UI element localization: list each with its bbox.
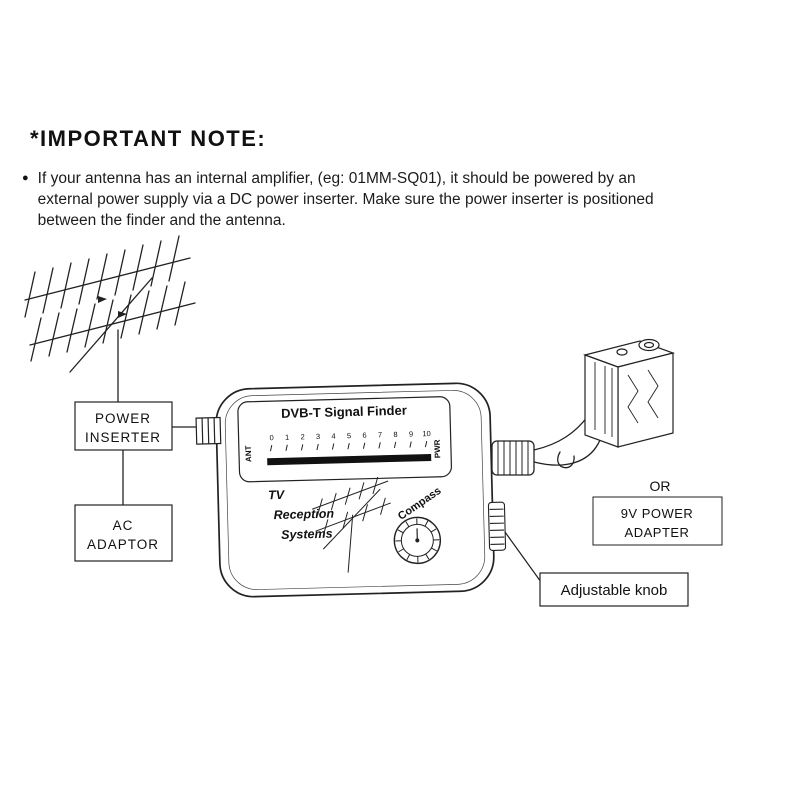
ac-adaptor-box: AC ADAPTOR	[74, 504, 173, 562]
scale-5: 5	[347, 431, 351, 440]
pwr-label: PWR	[433, 439, 442, 458]
scale-0: 0	[269, 433, 273, 442]
important-note-body: ● If your antenna has an internal amplif…	[22, 168, 742, 231]
coax-connector-right	[491, 440, 535, 476]
adjustable-knob	[487, 501, 507, 551]
power-inserter-label-2: INSERTER	[85, 430, 161, 445]
scale-4: 4	[331, 431, 335, 440]
scale-6: 6	[362, 431, 366, 440]
compass-dial	[393, 516, 442, 565]
meter-ticks	[269, 440, 428, 452]
scale-3: 3	[316, 432, 320, 441]
scale-2: 2	[300, 432, 304, 441]
note-line: external power supply via a DC power ins…	[37, 191, 654, 208]
scale-7: 7	[378, 430, 382, 439]
meter-bar	[267, 453, 432, 466]
signal-finder-device: DVB-T Signal Finder ANT PWR 0 1 2 3 4 5 …	[195, 382, 507, 598]
power-inserter-label-1: POWER	[95, 411, 151, 426]
adjustable-knob-label: Adjustable knob	[561, 582, 668, 599]
coax-connector-left	[195, 416, 222, 445]
bullet-icon: ●	[22, 172, 29, 184]
brand-text: TV Reception Systems	[268, 488, 335, 542]
scale-10: 10	[422, 429, 431, 438]
knob-leader-line	[504, 531, 542, 583]
tv-antenna-drawing	[24, 235, 196, 403]
power-inserter-box: POWER INSERTER	[74, 401, 173, 451]
scale-8: 8	[393, 430, 397, 439]
brand-line-3: Systems	[281, 527, 333, 542]
9v-battery-drawing	[582, 338, 676, 448]
device-body-inner-line	[224, 390, 486, 590]
power-adapter-box: 9V POWER ADAPTER	[592, 496, 723, 546]
power-adapter-label-1: 9V POWER	[621, 506, 694, 521]
power-adapter-label-2: ADAPTER	[625, 525, 690, 540]
ac-adaptor-label-2: ADAPTOR	[87, 537, 159, 552]
ant-label: ANT	[244, 445, 253, 462]
device-title: DVB-T Signal Finder	[281, 403, 407, 421]
adjustable-knob-callout: Adjustable knob	[539, 572, 689, 607]
signal-meter: ANT PWR 0 1 2 3 4 5 6 7 8 9 10	[244, 429, 442, 466]
ac-adaptor-label-1: AC	[113, 518, 134, 533]
mini-antenna-graphic	[311, 476, 391, 573]
scale-1: 1	[285, 433, 289, 442]
note-text: If your antenna has an internal amplifie…	[38, 168, 654, 231]
note-line: If your antenna has an internal amplifie…	[37, 170, 636, 187]
brand-line-2: Reception	[273, 507, 334, 523]
brand-line-1: TV	[268, 488, 286, 502]
important-note-title: *IMPORTANT NOTE:	[30, 126, 267, 151]
scale-9: 9	[409, 429, 413, 438]
or-label: OR	[650, 478, 671, 494]
note-line: between the finder and the antenna.	[37, 212, 286, 229]
